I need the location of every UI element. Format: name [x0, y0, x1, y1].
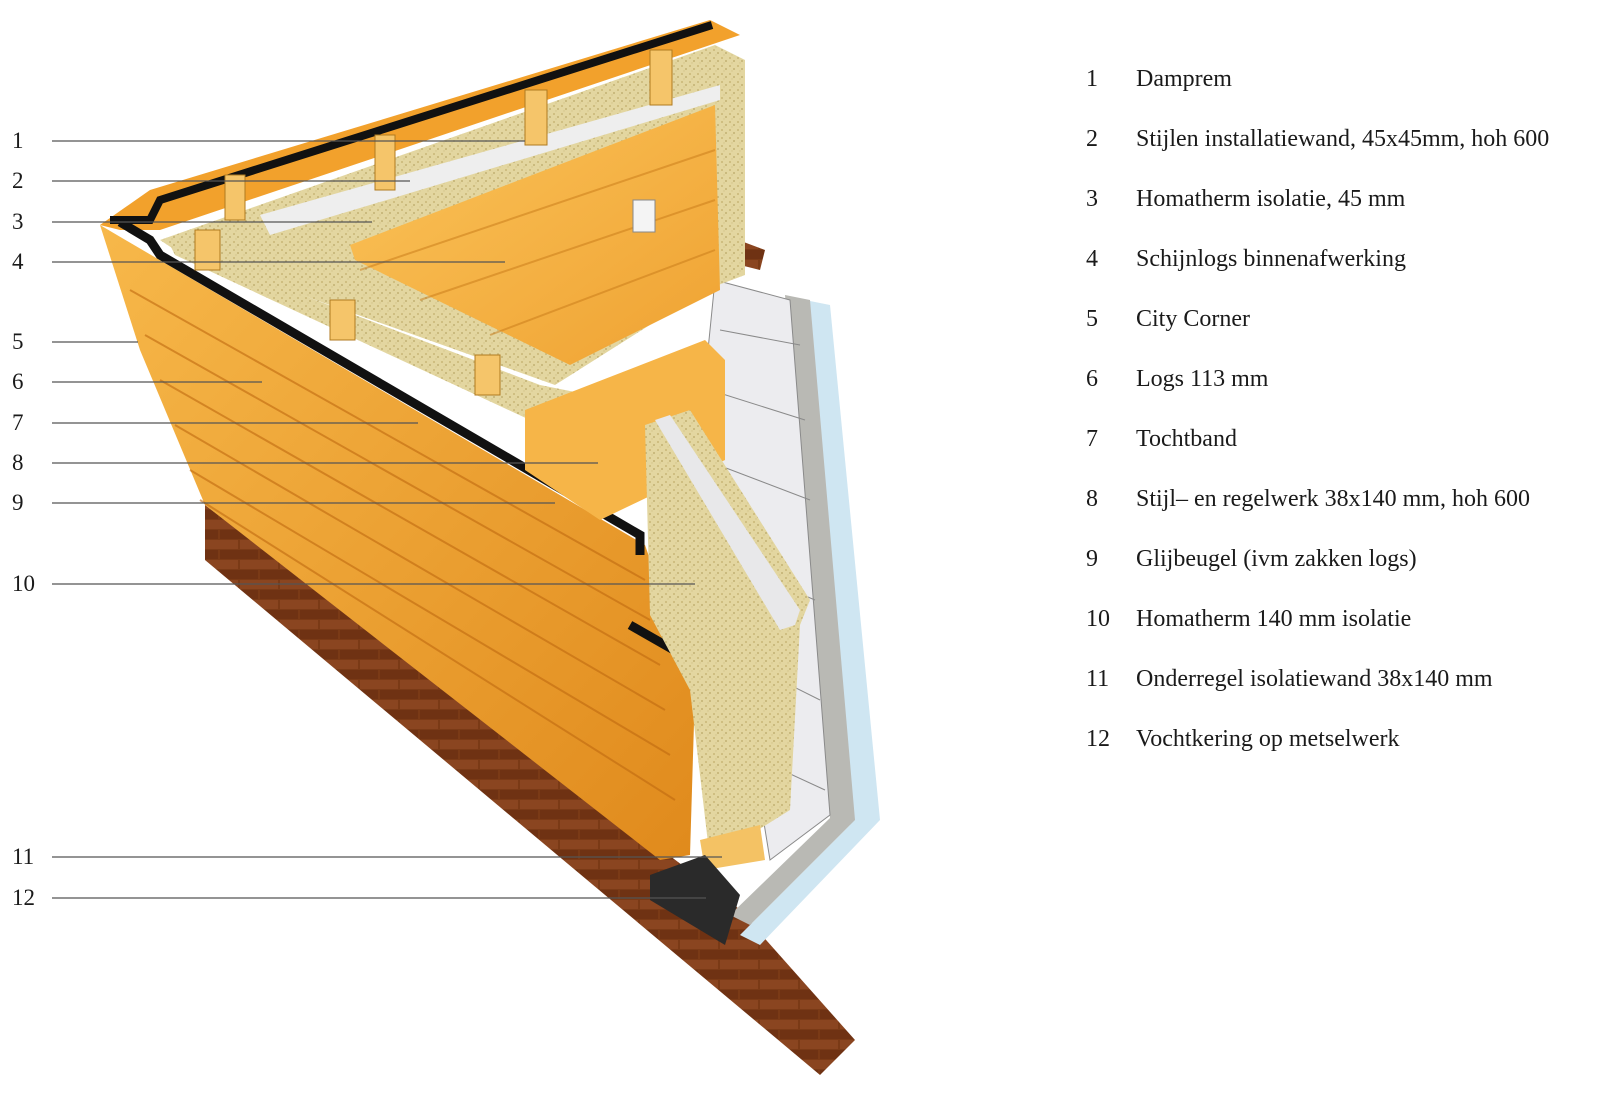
leader-lines [52, 140, 722, 899]
callout-number-9: 9 [12, 490, 24, 515]
top-log-strip [100, 20, 740, 230]
legend-label: Tochtband [1136, 426, 1237, 452]
socket-icon [632, 199, 656, 233]
callout-number-5: 5 [12, 329, 24, 354]
concrete-slab [730, 295, 855, 925]
callout-number-10: 10 [12, 571, 35, 596]
right-vapour-layer [655, 415, 800, 630]
callout-number-1: 1 [12, 128, 24, 153]
legend-number: 7 [1086, 426, 1098, 452]
legend-label: Damprem [1136, 66, 1232, 92]
legend-label: Homatherm 140 mm isolatie [1136, 606, 1412, 632]
legend-number: 4 [1086, 246, 1098, 272]
legend-number: 5 [1086, 306, 1098, 332]
right-insulation [645, 410, 810, 860]
legend-number: 11 [1086, 666, 1110, 692]
legend-label: Onderregel isolatiewand 38x140 mm [1136, 666, 1493, 692]
legend-number: 2 [1086, 126, 1098, 152]
callout-number-7: 7 [12, 410, 24, 435]
legend-label: Stijlen installatiewand, 45x45mm, hoh 60… [1136, 126, 1550, 152]
log-wall-face [100, 225, 695, 860]
callout-number-8: 8 [12, 450, 24, 475]
legend-number: 3 [1086, 186, 1098, 212]
legend-label: Stijl– en regelwerk 38x140 mm, hoh 600 [1136, 486, 1530, 512]
damp-course [650, 855, 740, 945]
legend-label: Logs 113 mm [1136, 366, 1269, 392]
callout-number-12: 12 [12, 885, 35, 910]
legend-label: City Corner [1136, 306, 1250, 332]
inner-log-joints [359, 149, 716, 336]
legend-label: Homatherm isolatie, 45 mm [1136, 186, 1406, 212]
frost-insulation [740, 300, 880, 945]
callout-number-4: 4 [12, 249, 24, 274]
bottom-plate [700, 825, 765, 870]
studs [194, 49, 673, 396]
legend-label: Vochtkering op metselwerk [1136, 726, 1400, 752]
vapour-barrier-top [110, 21, 714, 224]
legend-number: 1 [1086, 66, 1098, 92]
callout-number-2: 2 [12, 168, 24, 193]
legend-number: 8 [1086, 486, 1098, 512]
legend-number: 10 [1086, 606, 1110, 632]
legend-label: Schijnlogs binnenafwerking [1136, 246, 1406, 272]
inner-log-finish [350, 105, 720, 365]
brick-foundation [205, 505, 855, 1075]
vapour-layer-white [260, 85, 720, 235]
legend-number: 9 [1086, 546, 1098, 572]
legend-number: 12 [1086, 726, 1110, 752]
legend-number: 6 [1086, 366, 1098, 392]
callout-number-11: 11 [12, 844, 35, 869]
callout-number-3: 3 [12, 209, 24, 234]
vapour-barrier-corner [117, 218, 645, 555]
callout-number-6: 6 [12, 369, 24, 394]
legend-label: Glijbeugel (ivm zakken logs) [1136, 546, 1417, 572]
